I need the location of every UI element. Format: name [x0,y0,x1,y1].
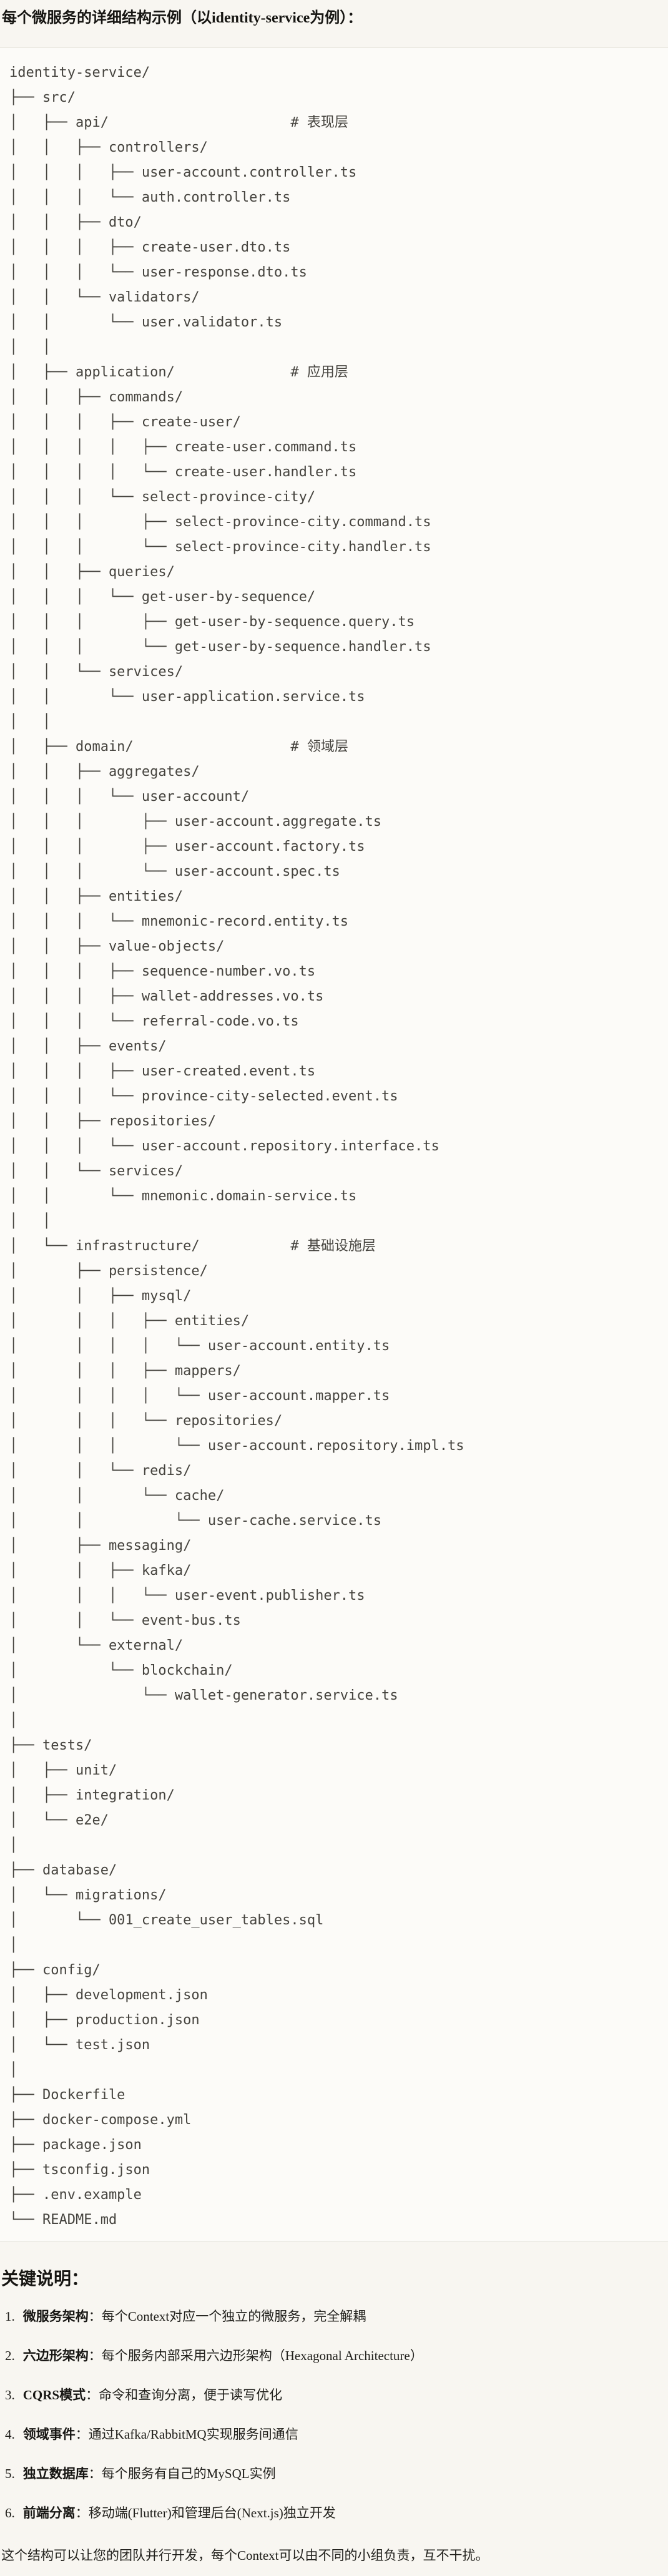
note-separator: ： [88,2309,102,2324]
note-separator: ： [88,2348,102,2363]
note-term: CQRS模式 [22,2387,86,2402]
note-item: 1. 微服务架构：每个Context对应一个独立的微服务，完全解耦 [5,2308,662,2326]
note-item: 4. 领域事件：通过Kafka/RabbitMQ实现服务间通信 [5,2426,662,2444]
note-separator: ： [75,2505,89,2520]
code-block: identity-service/ ├── src/ │ ├── api/ # … [0,47,668,2242]
note-number: 5. [5,2466,15,2481]
note-item: 5. 独立数据库：每个服务有自己的MySQL实例 [5,2465,662,2483]
notes-heading: 关键说明： [1,2270,89,2289]
page-title: 每个微服务的详细结构示例（以identity-service为例）： [2,10,363,26]
note-item: 3. CQRS模式：命令和查询分离，便于读写优化 [5,2386,662,2404]
note-separator: ： [86,2387,99,2402]
directory-tree: identity-service/ ├── src/ │ ├── api/ # … [9,65,464,2228]
note-number: 4. [5,2427,15,2442]
note-description: 每个服务有自己的MySQL实例 [101,2466,276,2481]
note-description: 通过Kafka/RabbitMQ实现服务间通信 [88,2427,298,2442]
note-term: 独立数据库 [22,2466,89,2481]
note-separator: ： [88,2466,102,2481]
note-description: 命令和查询分离，便于读写优化 [99,2387,283,2402]
note-number: 6. [5,2505,15,2520]
note-description: 每个Context对应一个独立的微服务，完全解耦 [101,2309,366,2324]
note-description: 每个服务内部采用六边形架构（Hexagonal Architecture） [101,2348,423,2363]
note-term: 微服务架构 [22,2309,89,2324]
note-term: 前端分离 [22,2505,76,2520]
key-notes-section: 关键说明： 1.微服务架构：每个Context对应一个独立的微服务，完全解耦 2… [0,2268,668,2576]
note-item: 2. 六边形架构：每个服务内部采用六边形架构（Hexagonal Architec… [5,2347,662,2365]
note-number: 1. [5,2309,15,2324]
note-term: 六边形架构 [22,2348,89,2363]
note-description: 移动端(Flutter)和管理后台(Next.js)独立开发 [88,2505,336,2520]
note-term: 领域事件 [22,2427,76,2442]
closing-paragraph: 这个结构可以让您的团队并行开发，每个Context可以由不同的小组负责，互不干扰… [1,2548,489,2563]
note-separator: ： [75,2427,89,2442]
note-item: 6. 前端分离：移动端(Flutter)和管理后台(Next.js)独立开发 [5,2504,662,2522]
note-number: 2. [5,2348,15,2363]
note-number: 3. [5,2387,15,2402]
